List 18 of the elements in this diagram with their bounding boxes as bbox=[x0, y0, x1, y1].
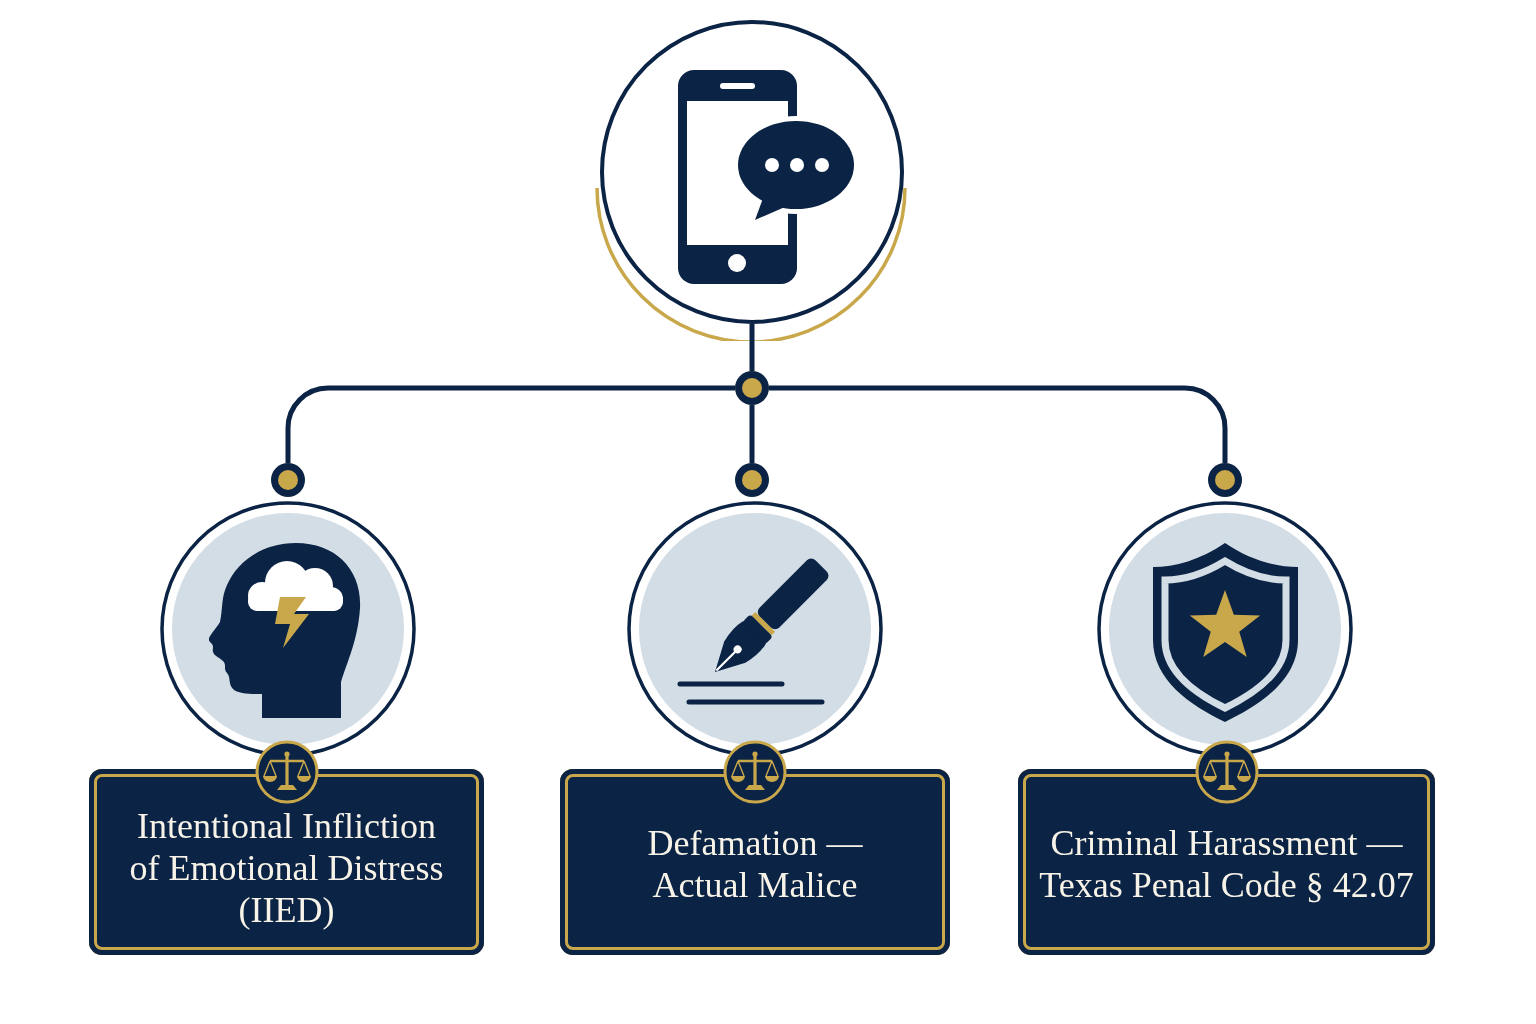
connector-line bbox=[769, 385, 1228, 463]
term-box bbox=[560, 769, 950, 955]
connector-line bbox=[285, 385, 735, 463]
end-dot bbox=[735, 463, 769, 497]
topic-circle bbox=[627, 501, 883, 757]
junction-dot bbox=[735, 371, 769, 405]
term-box bbox=[1018, 769, 1435, 955]
term-title: Criminal Harassment — Texas Penal Code § 42.07 bbox=[1038, 822, 1415, 906]
connector-line bbox=[749, 324, 755, 371]
term-box bbox=[89, 769, 484, 955]
topic-circle bbox=[160, 501, 416, 757]
term-title: Intentional Infliction of Emotional Distress (IIED) bbox=[128, 805, 445, 931]
connector-line bbox=[749, 405, 755, 463]
end-dot bbox=[1208, 463, 1242, 497]
term-title: Defamation — Actual Malice bbox=[646, 822, 864, 906]
end-dot bbox=[271, 463, 305, 497]
hub-circle bbox=[600, 20, 904, 324]
topic-circle bbox=[1097, 501, 1353, 757]
